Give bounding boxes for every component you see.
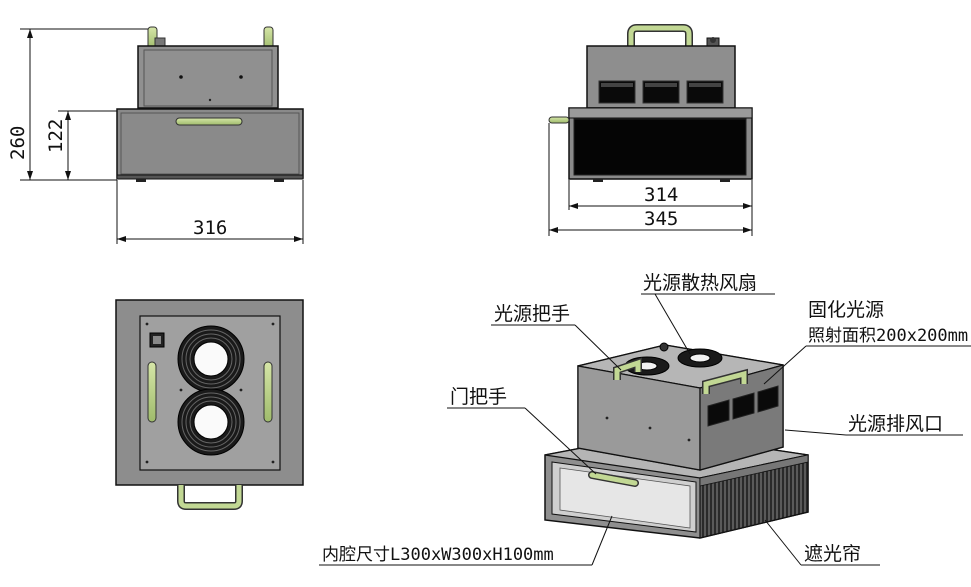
top-handle-left — [147, 361, 157, 423]
label-area-line1: 固化光源 — [808, 299, 884, 321]
top-handle-right — [263, 361, 273, 423]
label-area-line2: 照射面积200x200mm — [808, 326, 968, 346]
dim-122: 122 — [45, 119, 67, 153]
label-door-handle: 门把手 — [450, 386, 507, 408]
dim-345: 345 — [644, 208, 678, 230]
dim-260: 260 — [7, 126, 29, 160]
front-view: 260 122 316 — [7, 26, 304, 244]
iso-view — [544, 342, 809, 539]
side-curtain — [573, 118, 747, 176]
callouts: 光源散热风扇 光源把手 固化光源 照射面积200x200mm 门把手 光源排风口… — [319, 272, 971, 566]
label-curtain: 遮光帘 — [804, 543, 861, 565]
iso-exhaust-vent — [707, 399, 730, 427]
front-upper-box — [137, 45, 279, 109]
iso-handle-right — [703, 370, 747, 394]
side-top-handle — [628, 25, 692, 46]
iso-exhaust-vent — [757, 385, 779, 413]
iso-door-handle — [589, 472, 638, 486]
dim-314: 314 — [644, 184, 678, 206]
side-view: 314 345 — [548, 24, 753, 236]
iso-exhaust-vent — [732, 392, 755, 420]
top-view — [115, 299, 304, 510]
label-handle: 光源把手 — [494, 303, 570, 325]
fan-icon — [177, 325, 245, 393]
label-exhaust: 光源排风口 — [848, 413, 943, 435]
label-fan: 光源散热风扇 — [643, 272, 757, 294]
fan-icon — [177, 388, 245, 456]
front-door-handle — [175, 117, 243, 126]
label-cavity: 内腔尺寸L300xW300xH100mm — [322, 545, 554, 565]
top-door-handle — [178, 485, 242, 509]
dim-316: 316 — [193, 217, 227, 239]
iso-handle-left — [614, 359, 641, 380]
